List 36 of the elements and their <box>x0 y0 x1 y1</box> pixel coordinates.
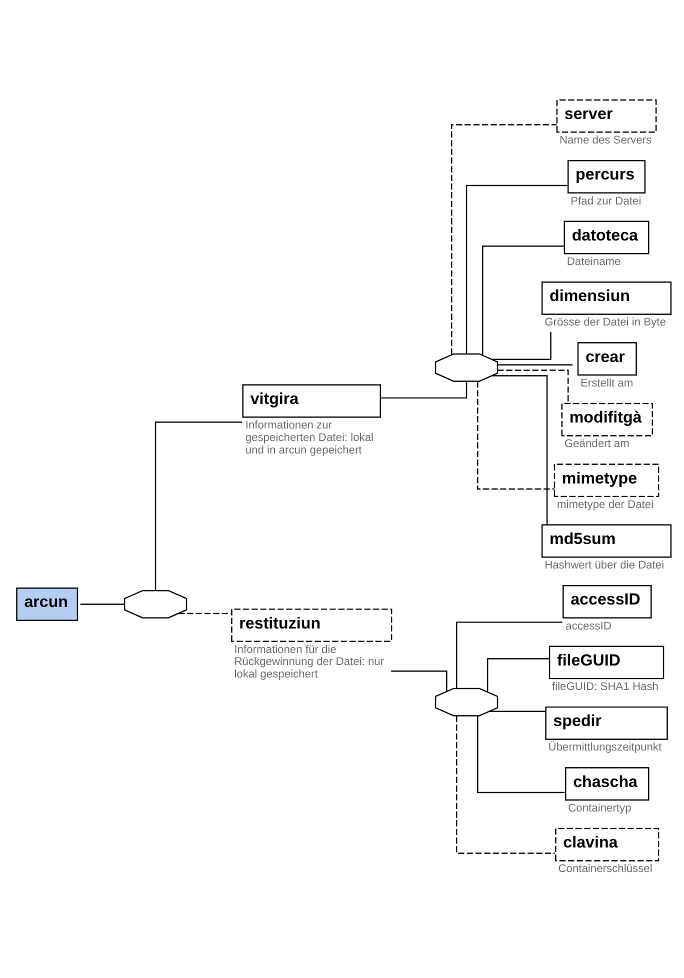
node-label: Erstellt am <box>580 377 634 390</box>
node-label: Übermittlungszeitpunkt <box>548 742 662 754</box>
node-label: Pfad zur Datei <box>570 195 642 208</box>
node-label: mimetype der Datei <box>556 498 654 511</box>
connector <box>178 612 231 614</box>
node-label: fileGUID: SHA1 Hash <box>552 680 659 693</box>
connector <box>80 604 124 605</box>
connector <box>489 710 546 712</box>
node-octagon <box>434 353 498 382</box>
node-label: Grösse der Datei in Byte <box>544 316 666 329</box>
node-label: Containertyp <box>568 802 632 814</box>
connector <box>477 716 565 794</box>
connector <box>466 184 568 354</box>
connector <box>492 332 552 360</box>
node-label: Informationen für die Rückgewinnung der Datei: nur lokal gespeichert <box>234 644 384 681</box>
connector <box>498 364 573 366</box>
connector <box>477 382 554 490</box>
connector <box>380 381 468 399</box>
node-label: Informationen zur gespeicherten Datei: lokal und in arcun gepeichert <box>245 420 374 456</box>
connector <box>482 246 564 356</box>
connector <box>451 124 557 355</box>
connector <box>498 370 569 404</box>
connector <box>391 670 448 692</box>
node-octagon <box>124 590 188 618</box>
connector <box>456 622 562 688</box>
node-label: accessID <box>566 620 612 632</box>
node-label: Dateiname <box>566 256 621 268</box>
node-label: Hashwert über die Datei <box>544 560 664 572</box>
connector <box>456 716 555 854</box>
connector <box>154 421 242 591</box>
node-label: Containerschlüssel <box>558 863 652 876</box>
connector <box>486 658 550 692</box>
node-label: Name des Servers <box>559 134 652 147</box>
connector <box>492 375 548 525</box>
node-label: Geändert am <box>564 438 630 450</box>
node-octagon <box>434 688 498 716</box>
